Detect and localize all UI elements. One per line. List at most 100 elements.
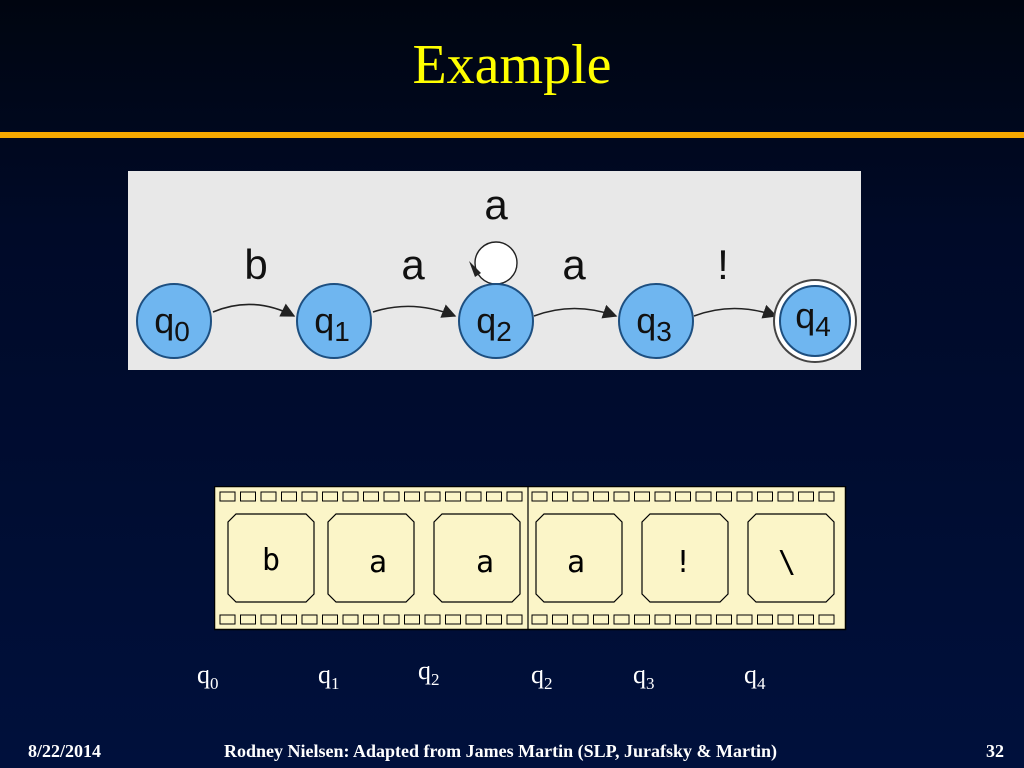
tape-cell-6: \ bbox=[747, 513, 835, 603]
tape-state-label-5: q3 bbox=[633, 660, 655, 694]
sprocket-hole bbox=[424, 491, 441, 502]
sprocket-hole bbox=[506, 614, 523, 625]
sprocket-hole bbox=[818, 491, 835, 502]
self-loop-q2 bbox=[474, 241, 518, 285]
svg-text:a: a bbox=[476, 545, 494, 580]
sprocket-hole bbox=[281, 614, 297, 625]
sprocket-hole bbox=[363, 491, 379, 502]
tape-cell-5: ! bbox=[641, 513, 729, 603]
tape-state-label-3: q2 bbox=[418, 656, 440, 690]
state-q2: q2 bbox=[458, 283, 534, 359]
input-tape: b a a a ! \ bbox=[213, 485, 847, 636]
sprocket-hole bbox=[240, 491, 256, 502]
sprocket-hole bbox=[675, 491, 691, 502]
footer-date: 8/22/2014 bbox=[28, 741, 102, 761]
sprocket-hole bbox=[531, 491, 548, 502]
sprocket-hole bbox=[342, 491, 359, 502]
tape-cell-2: a bbox=[327, 513, 415, 603]
sprocket-hole bbox=[777, 614, 794, 625]
sprocket-hole bbox=[613, 491, 630, 502]
svg-text:q4: q4 bbox=[795, 295, 831, 342]
sprocket-hole bbox=[301, 491, 318, 502]
svg-text:q1: q1 bbox=[314, 300, 350, 347]
sprocket-hole bbox=[572, 614, 589, 625]
svg-text:a: a bbox=[369, 545, 387, 580]
sprocket-hole bbox=[383, 614, 400, 625]
svg-text:q3: q3 bbox=[636, 300, 672, 347]
sprocket-hole bbox=[798, 614, 814, 625]
sprocket-hole bbox=[506, 491, 523, 502]
self-loop-label: a bbox=[484, 181, 508, 228]
sprocket-holes bbox=[219, 491, 835, 625]
footer-credit: Rodney Nielsen: Adapted from James Marti… bbox=[224, 741, 777, 761]
slide-title: Example bbox=[412, 34, 612, 96]
tape-cell-3: a bbox=[433, 513, 521, 603]
sprocket-hole bbox=[486, 491, 502, 502]
sprocket-hole bbox=[322, 614, 338, 625]
sprocket-hole bbox=[486, 614, 502, 625]
title-divider bbox=[0, 132, 1024, 138]
sprocket-hole bbox=[675, 614, 691, 625]
sprocket-hole bbox=[240, 614, 256, 625]
sprocket-hole bbox=[342, 614, 359, 625]
svg-text:b: b bbox=[262, 543, 280, 578]
svg-text:q0: q0 bbox=[154, 300, 190, 347]
sprocket-hole bbox=[301, 614, 318, 625]
edge-label-bang: ! bbox=[717, 241, 729, 288]
sprocket-hole bbox=[445, 614, 461, 625]
svg-text:a: a bbox=[567, 545, 585, 580]
sprocket-hole bbox=[736, 491, 753, 502]
svg-text:!: ! bbox=[674, 545, 692, 580]
sprocket-hole bbox=[465, 614, 482, 625]
tape-state-label-6: q4 bbox=[744, 660, 766, 694]
sprocket-hole bbox=[716, 491, 732, 502]
sprocket-hole bbox=[593, 491, 609, 502]
sprocket-hole bbox=[593, 614, 609, 625]
sprocket-hole bbox=[531, 614, 548, 625]
sprocket-hole bbox=[654, 614, 671, 625]
sprocket-hole bbox=[777, 491, 794, 502]
sprocket-hole bbox=[322, 491, 338, 502]
tape-cell-1: b bbox=[227, 513, 315, 603]
edge-q0-q1 bbox=[212, 303, 296, 317]
state-q4-accept: q4 bbox=[773, 279, 857, 363]
edge-q1-q2 bbox=[372, 304, 457, 318]
self-loop-arrowhead bbox=[469, 261, 481, 277]
sprocket-hole bbox=[363, 614, 379, 625]
edge-q3-q4 bbox=[693, 304, 778, 319]
fsa-svg: b a a ! a q0 q1 q2 q3 bbox=[136, 181, 857, 363]
footer-page-number: 32 bbox=[986, 741, 1004, 761]
sprocket-hole bbox=[634, 491, 650, 502]
tape-state-label-2: q1 bbox=[318, 660, 340, 694]
sprocket-hole bbox=[404, 491, 420, 502]
sprocket-hole bbox=[424, 614, 441, 625]
sprocket-hole bbox=[219, 491, 236, 502]
state-q0: q0 bbox=[136, 283, 212, 359]
sprocket-hole bbox=[757, 614, 773, 625]
tape-svg: b a a a ! \ bbox=[213, 485, 847, 631]
edge-label-a2: a bbox=[562, 241, 586, 288]
svg-text:q2: q2 bbox=[476, 300, 512, 347]
sprocket-hole bbox=[818, 614, 835, 625]
sprocket-hole bbox=[736, 614, 753, 625]
sprocket-hole bbox=[260, 491, 277, 502]
tape-state-label-1: q0 bbox=[197, 660, 219, 694]
sprocket-hole bbox=[260, 614, 277, 625]
sprocket-hole bbox=[654, 491, 671, 502]
sprocket-hole bbox=[716, 614, 732, 625]
tape-state-label-4: q2 bbox=[531, 660, 553, 694]
sprocket-hole bbox=[695, 491, 712, 502]
sprocket-hole bbox=[572, 491, 589, 502]
tape-cell-4: a bbox=[535, 513, 623, 603]
state-q3: q3 bbox=[618, 283, 694, 359]
sprocket-hole bbox=[445, 491, 461, 502]
svg-text:\: \ bbox=[778, 545, 796, 580]
sprocket-hole bbox=[465, 491, 482, 502]
edge-label-a1: a bbox=[401, 241, 425, 288]
sprocket-hole bbox=[383, 491, 400, 502]
sprocket-hole bbox=[404, 614, 420, 625]
state-q1: q1 bbox=[296, 283, 372, 359]
sprocket-hole bbox=[281, 491, 297, 502]
edge-label-b: b bbox=[244, 241, 267, 288]
sprocket-hole bbox=[552, 491, 568, 502]
